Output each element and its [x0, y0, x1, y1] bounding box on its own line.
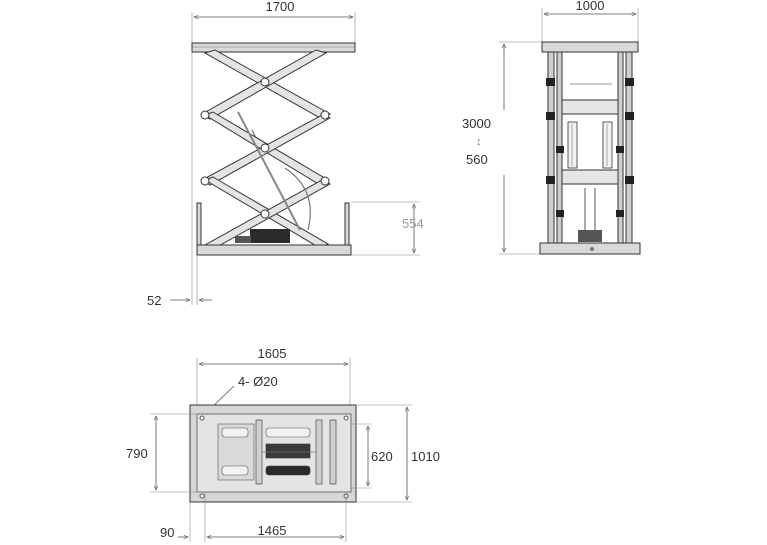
dim-side-offset: 52	[147, 52, 212, 308]
plan-view: 1605 4- Ø20	[126, 346, 440, 542]
front-base	[539, 242, 641, 255]
side-offset-label: 52	[147, 293, 161, 308]
side-travel-label: 554	[402, 216, 424, 231]
front-height-arrow: ↕	[476, 136, 482, 148]
dim-front-width: 1000	[541, 0, 639, 42]
plan-outer-length-label: 1605	[258, 346, 287, 361]
dim-plan-outer-depth: 1010	[356, 404, 440, 503]
front-top-platform	[541, 41, 639, 53]
dim-front-height: 3000 ↕ 560	[462, 41, 542, 255]
side-pivot-pins	[200, 77, 330, 219]
front-min-height-label: 560	[466, 152, 488, 167]
plan-edge-label: 90	[160, 525, 174, 540]
side-base-frame	[196, 202, 352, 256]
side-top-platform	[191, 42, 356, 53]
dim-plan-depth: 790	[126, 413, 198, 493]
dim-side-width: 1700	[191, 0, 356, 44]
front-width-label: 1000	[576, 0, 605, 13]
dim-plan-bottom: 90 1465	[160, 492, 347, 542]
plan-inner-depth-label: 620	[371, 449, 393, 464]
plan-inner-mechanism	[217, 419, 337, 485]
dim-side-travel: 554	[351, 201, 424, 256]
plan-holes-label: 4- Ø20	[238, 374, 278, 389]
side-hydraulic-cylinder	[237, 111, 311, 231]
plan-depth-label: 790	[126, 446, 148, 461]
plan-outer-depth-label: 1010	[411, 449, 440, 464]
side-view: 1700	[147, 0, 424, 308]
side-width-label: 1700	[266, 0, 295, 14]
plan-inner-length-label: 1465	[258, 523, 287, 538]
front-cross-beams	[561, 99, 619, 185]
front-lower-mechanism	[570, 83, 612, 242]
front-view: 1000	[462, 0, 641, 255]
dim-plan-inner-depth: 620	[350, 423, 393, 489]
front-cylinders	[567, 121, 613, 169]
dim-plan-outer-length: 1605	[196, 346, 351, 405]
front-max-height-label: 3000	[462, 116, 491, 131]
front-pivot-bolts	[546, 78, 634, 217]
